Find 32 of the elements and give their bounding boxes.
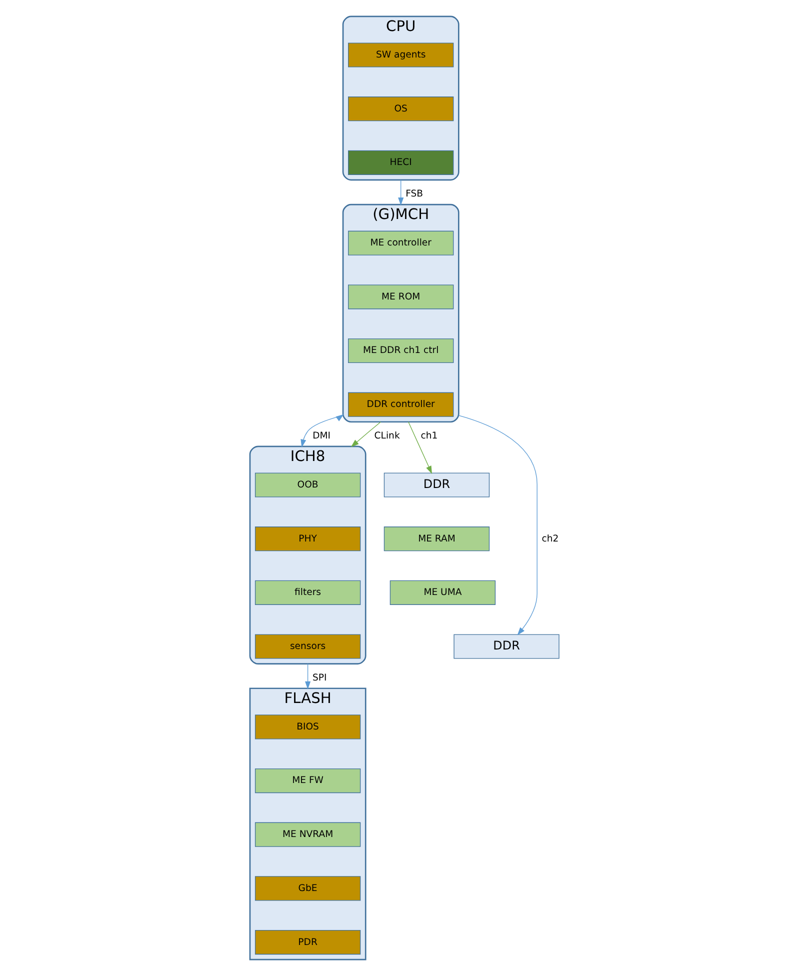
edge-label: ch2	[541, 533, 558, 544]
node-box: PHY	[254, 526, 360, 552]
node-box: filters	[254, 580, 360, 605]
arrow	[398, 180, 404, 206]
node-box: ME RAM	[383, 526, 490, 552]
node-box: OS	[348, 96, 454, 122]
node-box: DDR	[383, 472, 490, 498]
node-box: ME UMA	[389, 580, 496, 605]
node-box: OOB	[254, 472, 360, 498]
arrow	[458, 415, 537, 636]
arrow	[408, 422, 432, 474]
node-box: sensors	[254, 634, 360, 659]
node-box: HECI	[348, 150, 454, 175]
node-box: GbE	[254, 876, 360, 901]
arrow	[304, 663, 310, 690]
node-box: SW agents	[348, 42, 454, 68]
arrow	[350, 422, 381, 448]
node-box: DDR controller	[348, 392, 454, 417]
node-box: BIOS	[254, 714, 360, 740]
edge-label: CLink	[374, 430, 400, 442]
node-box: ME DDR ch1 ctrl	[348, 338, 454, 364]
edge-label: DMI	[312, 430, 330, 442]
node-box: ME NVRAM	[254, 822, 360, 847]
edge-label: FSB	[405, 188, 423, 200]
node-box: DDR	[453, 634, 559, 659]
node-box: PDR	[254, 930, 360, 955]
node-box: ME ROM	[348, 284, 454, 310]
node-box: ME controller	[348, 230, 454, 256]
edge-label: SPI	[312, 672, 326, 684]
node-box: ME FW	[254, 768, 360, 794]
arrow	[300, 414, 344, 448]
edge-label: ch1	[420, 430, 438, 442]
